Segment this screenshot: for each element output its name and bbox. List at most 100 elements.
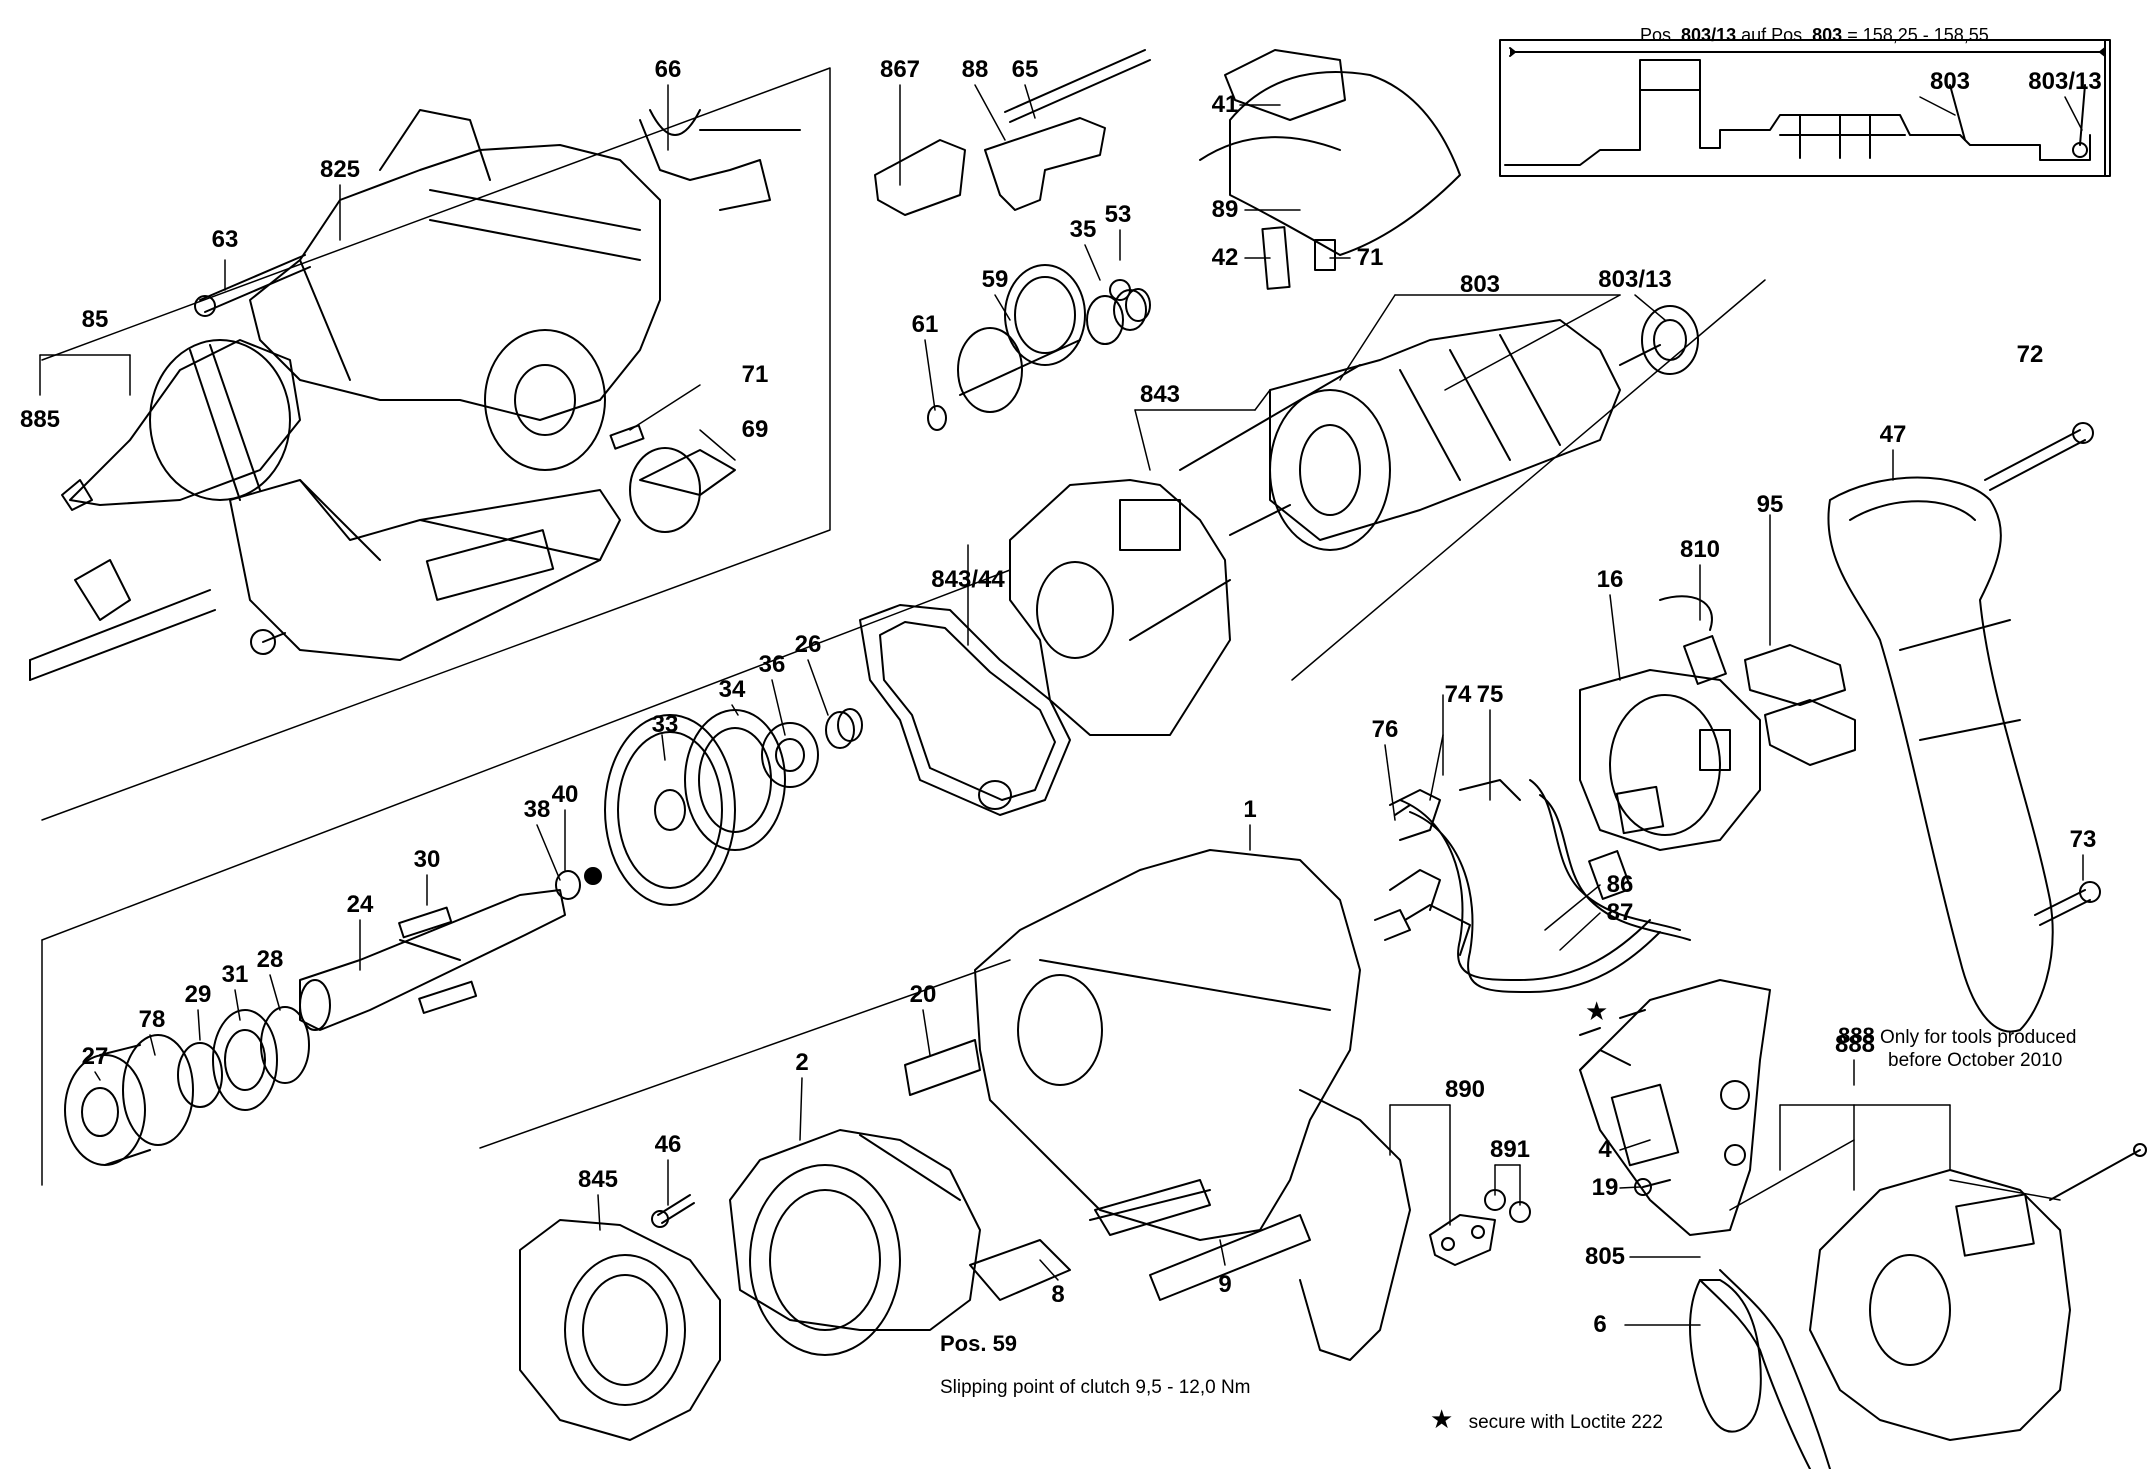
star-icon: ★ bbox=[1430, 1404, 1454, 1434]
fan-baffle-845-drawing bbox=[519, 1219, 721, 1441]
part-label: 30 bbox=[413, 846, 441, 873]
part-label: 825 bbox=[319, 156, 361, 183]
contacts-74-75-76-drawing bbox=[1374, 779, 1521, 956]
part-label: 75 bbox=[1476, 681, 1504, 708]
part-label: 31 bbox=[221, 961, 249, 988]
part-label: 71 bbox=[741, 361, 769, 388]
part-label: 76 bbox=[1371, 716, 1399, 743]
only-tools-note-line2: before October 2010 bbox=[1888, 1050, 2063, 1071]
only-tools-note: 888 Only for tools produced bbox=[1838, 1023, 2077, 1049]
handle-47-drawing bbox=[1827, 476, 2054, 1033]
switch-4-805-drawing bbox=[1579, 979, 1771, 1236]
depth-gauge-rod-drawing bbox=[29, 559, 216, 681]
screws-63-93 bbox=[194, 254, 311, 655]
part-label: 38 bbox=[523, 796, 551, 823]
gear-box-888-drawing bbox=[1809, 1143, 2147, 1441]
part-label: 8 bbox=[1051, 1281, 1065, 1308]
part-label: 74 bbox=[1444, 681, 1472, 708]
pos59-clutch-note: Slipping point of clutch 9,5 - 12,0 Nm bbox=[940, 1377, 1251, 1398]
part-label: 33 bbox=[651, 711, 679, 738]
part-label: 85 bbox=[81, 306, 109, 333]
part-label: 16 bbox=[1596, 566, 1624, 593]
part-label: 28 bbox=[256, 946, 284, 973]
pos59-title: Pos. 59 bbox=[940, 1331, 1018, 1356]
gear-59-washers-drawing bbox=[927, 264, 1151, 431]
header-callout-803-13: 803/13 bbox=[2028, 68, 2102, 95]
part-label: 36 bbox=[758, 651, 786, 678]
chuck-drawing bbox=[61, 339, 301, 511]
gear-housing-drawing bbox=[249, 109, 661, 471]
part-label: 9 bbox=[1218, 1271, 1232, 1298]
screws-72-73 bbox=[1984, 422, 2101, 926]
brush-wires-drawing bbox=[1394, 779, 1691, 993]
part-label: 803 bbox=[1459, 271, 1501, 298]
gear-train-drawing bbox=[604, 708, 863, 906]
armature-803-drawing bbox=[1179, 305, 1699, 551]
brush-holder-16-drawing bbox=[1579, 669, 1761, 851]
part-label: 46 bbox=[654, 1131, 682, 1158]
part-label: 88 bbox=[961, 56, 989, 83]
part-label: 47 bbox=[1879, 421, 1907, 448]
star-screws bbox=[1579, 1009, 1671, 1196]
part-label: 66 bbox=[654, 56, 682, 83]
loctite-note: ★ secure with Loctite 222 bbox=[1430, 1404, 1663, 1434]
stator-2-drawing bbox=[729, 1129, 981, 1356]
part-label: 843/44 bbox=[931, 566, 1005, 593]
part-label: 845 bbox=[577, 1166, 619, 1193]
switch-cover-41-89-drawing bbox=[1199, 49, 1461, 290]
part-label: 61 bbox=[911, 311, 939, 338]
part-label: 20 bbox=[909, 981, 937, 1008]
bearing-27-washers-drawing bbox=[64, 1006, 310, 1166]
part-label: 803/13 bbox=[1598, 266, 1672, 293]
part-label: 89 bbox=[1211, 196, 1239, 223]
part-label: 35 bbox=[1069, 216, 1097, 243]
part-label: 95 bbox=[1756, 491, 1784, 518]
part-label: 69 bbox=[741, 416, 769, 443]
part-label: 71 bbox=[1356, 244, 1384, 271]
plates-20-8-9-drawing bbox=[904, 1039, 1311, 1301]
part-label: 86 bbox=[1606, 871, 1634, 898]
part-label: 26 bbox=[794, 631, 822, 658]
gasket-843-44-drawing bbox=[859, 604, 1071, 816]
carbon-brush-810 bbox=[1588, 595, 1727, 900]
leader-lines bbox=[39, 84, 2084, 1326]
screw-46 bbox=[651, 1194, 695, 1228]
header-callout-803: 803 bbox=[1929, 68, 1971, 95]
part-label: 890 bbox=[1444, 1076, 1486, 1103]
part-label: 1 bbox=[1243, 796, 1257, 823]
auxiliary-handle-shell-drawing bbox=[229, 479, 621, 661]
clip-890-891-drawing bbox=[1429, 1189, 1531, 1266]
header-armature-sketch bbox=[1499, 39, 2111, 177]
part-label: 843 bbox=[1139, 381, 1181, 408]
part-label: 59 bbox=[981, 266, 1009, 293]
section-frame-lines bbox=[41, 67, 1766, 1186]
part-label: 885 bbox=[19, 406, 61, 433]
cable-6-drawing bbox=[1689, 1269, 1831, 1469]
part-label: 888 bbox=[1834, 1031, 1876, 1058]
motor-housing-1-drawing bbox=[974, 849, 1411, 1361]
part-label: 19 bbox=[1591, 1174, 1619, 1201]
part-label: 41 bbox=[1211, 91, 1239, 118]
part-label: 40 bbox=[551, 781, 579, 808]
part-label: 29 bbox=[184, 981, 212, 1008]
part-label: 805 bbox=[1584, 1243, 1626, 1270]
switch-knob-69-71-drawing bbox=[609, 424, 736, 533]
part-label: 24 bbox=[346, 891, 374, 918]
part-label: 87 bbox=[1606, 899, 1634, 926]
spindle-24-drawing bbox=[299, 867, 602, 1031]
part-label: 42 bbox=[1211, 244, 1239, 271]
part-label: 72 bbox=[2016, 341, 2044, 368]
part-label: 6 bbox=[1593, 1311, 1607, 1338]
header-dimension-note: Pos. 803/13 auf Pos. 803 = 158,25 - 158,… bbox=[1640, 25, 1989, 45]
clamp-95-drawing bbox=[1744, 644, 1856, 766]
part-label: 4 bbox=[1598, 1136, 1612, 1163]
part-label: 53 bbox=[1104, 201, 1132, 228]
parts-867-88-65-drawing bbox=[874, 49, 1151, 216]
part-label: 867 bbox=[879, 56, 921, 83]
part-label: 65 bbox=[1011, 56, 1039, 83]
star-marker: ★ bbox=[1585, 996, 1609, 1026]
part-label: 34 bbox=[718, 676, 746, 703]
part-label: 810 bbox=[1679, 536, 1721, 563]
